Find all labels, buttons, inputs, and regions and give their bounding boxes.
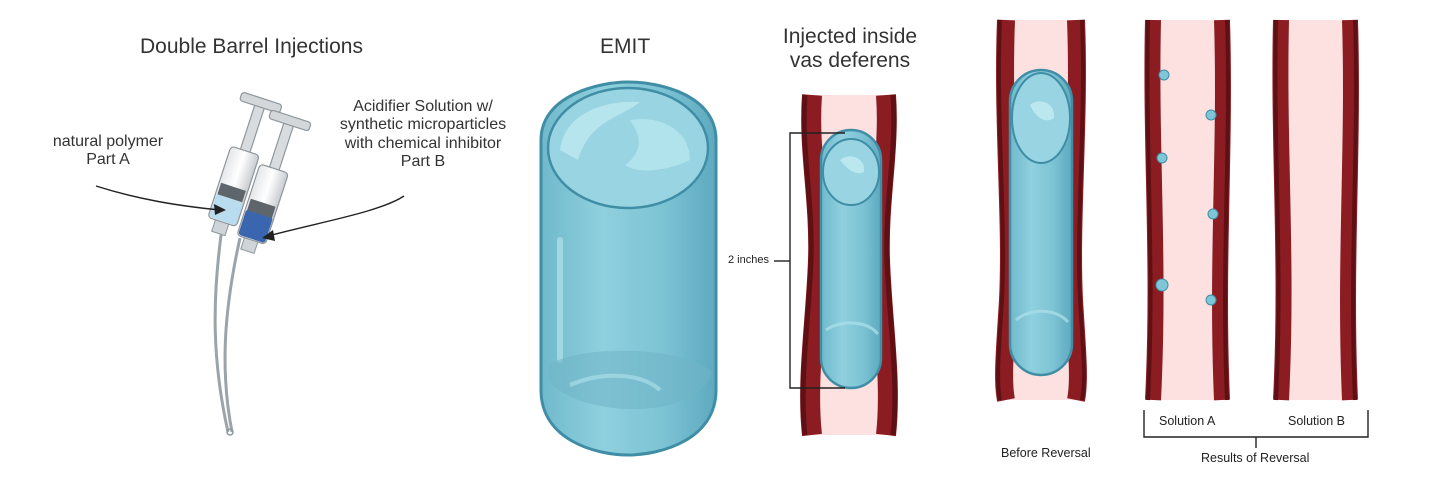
syringe-panel-title: Double Barrel Injections	[140, 35, 363, 58]
part-a-line-1: natural polymer	[52, 133, 164, 150]
part-b-line-3: with chemical inhibitor	[344, 134, 502, 152]
gel-plug-injected	[819, 128, 883, 390]
injected-title-line-1: Injected inside	[782, 25, 918, 48]
emit-panel-title: EMIT	[600, 35, 651, 58]
gel-fragment-icon	[1155, 69, 1219, 306]
injected-title-line-2: vas deferens	[789, 49, 911, 73]
results-of-reversal-caption: Results of Reversal	[1201, 451, 1310, 465]
vas-deferens-solution-b	[1272, 19, 1359, 401]
catheter-tube-a	[213, 227, 230, 433]
syringe-b	[237, 109, 312, 255]
double-syringe-icon	[208, 92, 312, 436]
length-bracket	[774, 132, 845, 389]
solution-a-label: Solution A	[1159, 414, 1216, 428]
part-a-label: natural polymer Part A	[30, 133, 186, 170]
results-bracket	[1143, 410, 1369, 448]
syringe-a	[208, 92, 283, 237]
part-a-line-2: Part A	[86, 151, 130, 169]
before-reversal-caption: Before Reversal	[1001, 446, 1091, 460]
gel-plug-before	[1008, 68, 1074, 377]
part-b-line-1: Acidifier Solution w/	[353, 98, 493, 115]
length-label: 2 inches	[728, 254, 769, 266]
arrow-part-b	[262, 195, 405, 241]
catheter-tip	[226, 428, 234, 436]
part-b-line-2: synthetic microparticles	[339, 116, 507, 134]
part-b-label: Acidifier Solution w/ synthetic micropar…	[318, 98, 528, 172]
vas-deferens-solution-a	[1144, 19, 1231, 401]
gel-cylinder-icon	[539, 80, 718, 457]
solution-b-label: Solution B	[1288, 414, 1345, 428]
arrow-part-a	[95, 185, 226, 215]
catheter-tube-b	[223, 237, 242, 433]
part-b-line-4: Part B	[400, 153, 446, 171]
injected-panel-title: Injected inside vas deferens	[760, 25, 940, 73]
